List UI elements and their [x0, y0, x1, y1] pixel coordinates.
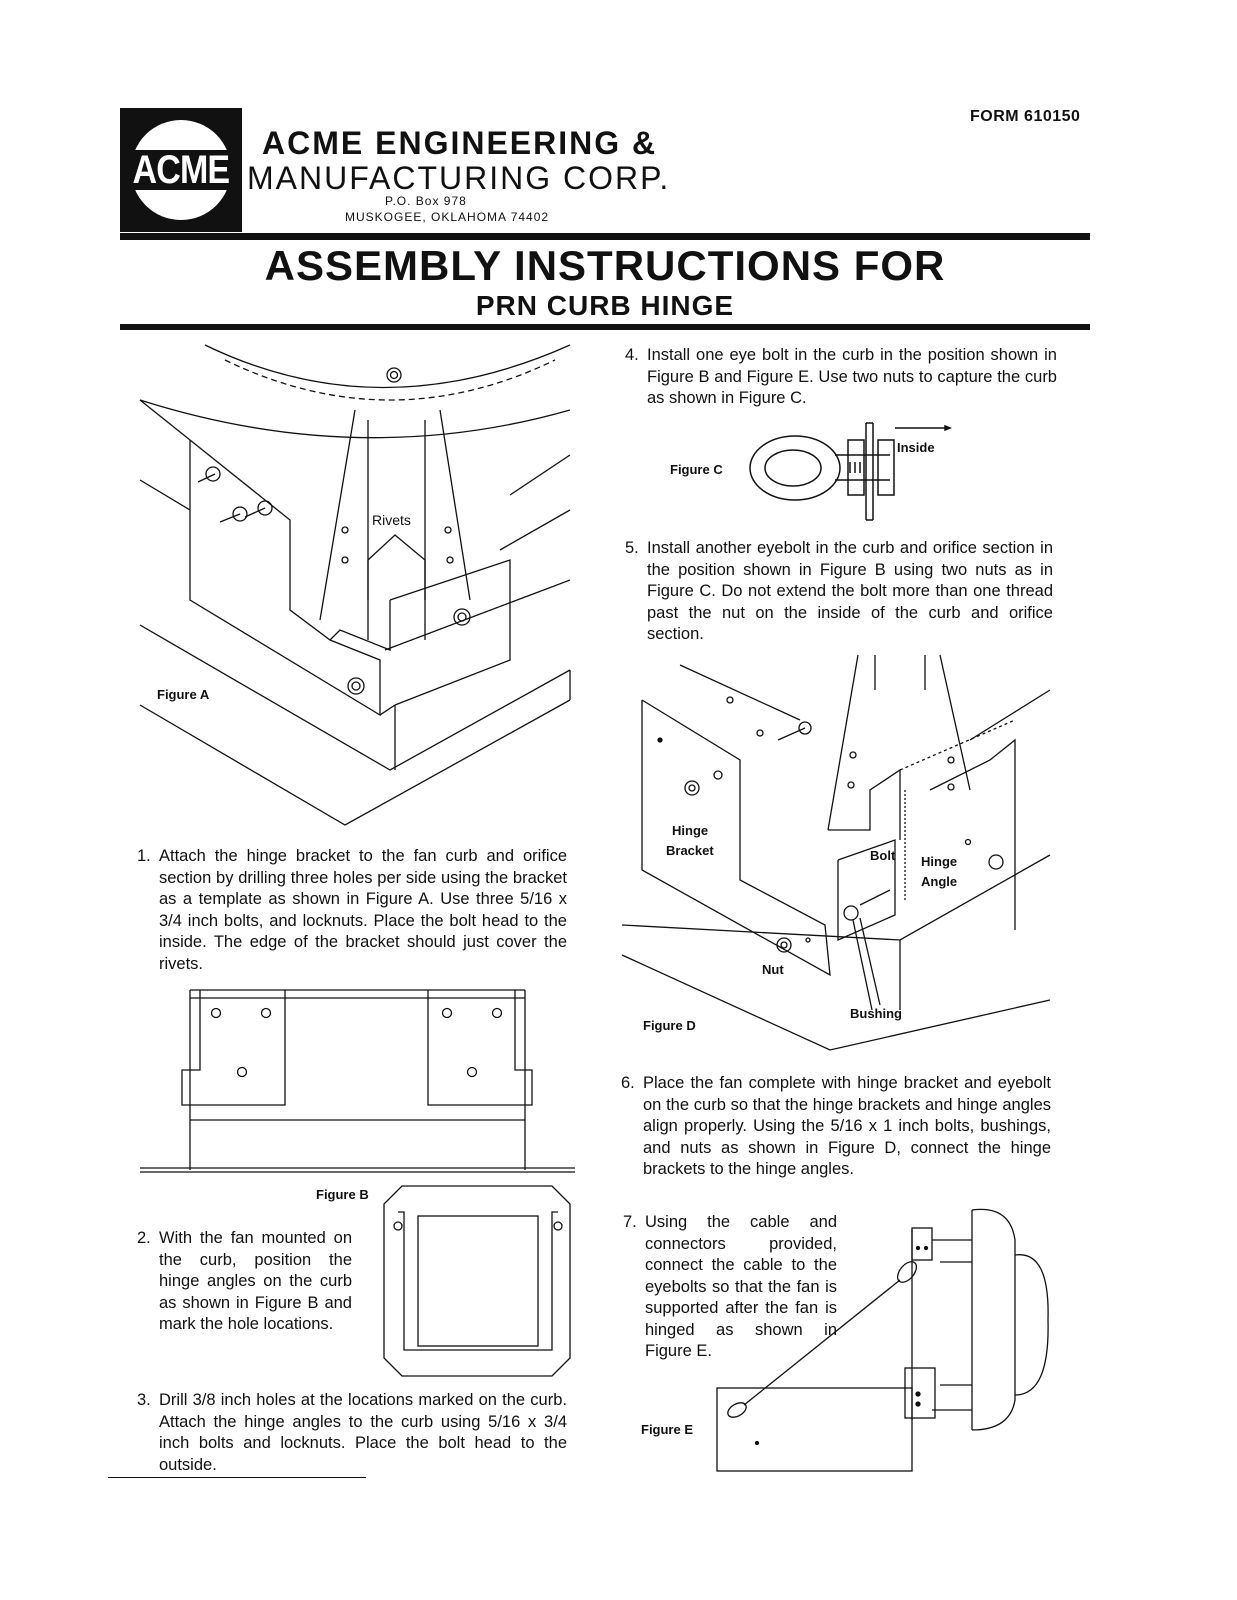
- step-7-text: Using the cable and connectors provided,…: [645, 1213, 837, 1360]
- step-2-number: 2.: [137, 1229, 151, 1247]
- title-rule: [120, 324, 1090, 330]
- company-name-line2: MANUFACTURING CORP.: [247, 160, 671, 196]
- figure-c-label: Figure C: [670, 462, 723, 477]
- logo-text: ACME: [130, 148, 232, 192]
- step-2: 2. With the fan mounted on the curb, pos…: [137, 1228, 352, 1336]
- footer-rule: [108, 1477, 366, 1478]
- step-4: 4. Install one eye bolt in the curb in t…: [625, 345, 1057, 410]
- address-city: MUSKOGEE, OKLAHOMA 74402: [345, 210, 550, 224]
- form-number: FORM 610150: [970, 108, 1081, 125]
- figure-e-label: Figure E: [641, 1422, 694, 1437]
- page-title: ASSEMBLY INSTRUCTIONS FOR: [264, 242, 946, 289]
- figure-b-label: Figure B: [316, 1187, 369, 1202]
- header-rule: [120, 233, 1090, 240]
- figure-d-hinge-angle-line1: Hinge: [921, 854, 958, 869]
- step-5-number: 5.: [625, 539, 639, 557]
- figure-a-rivets-label: Rivets: [372, 512, 411, 528]
- figure-d-bushing-label: Bushing: [850, 1006, 902, 1021]
- acme-logo: ACME: [120, 108, 242, 232]
- step-1: 1. Attach the hinge bracket to the fan c…: [137, 846, 567, 975]
- figure-d-label: Figure D: [643, 1018, 696, 1033]
- step-4-text: Install one eye bolt in the curb in the …: [647, 346, 1057, 407]
- step-6-text: Place the fan complete with hinge bracke…: [643, 1074, 1051, 1178]
- figure-d-nut-label: Nut: [762, 962, 784, 977]
- logo-circle: ACME: [130, 120, 232, 220]
- step-6: 6. Place the fan complete with hinge bra…: [621, 1073, 1051, 1181]
- step-1-text: Attach the hinge bracket to the fan curb…: [159, 847, 567, 973]
- address-po-box: P.O. Box 978: [385, 194, 467, 208]
- step-6-number: 6.: [621, 1074, 635, 1092]
- step-3-text: Drill 3/8 inch holes at the locations ma…: [159, 1391, 567, 1474]
- figure-d-bolt-label: Bolt: [870, 848, 896, 863]
- step-3-number: 3.: [137, 1391, 151, 1409]
- step-4-number: 4.: [625, 346, 639, 364]
- step-3: 3. Drill 3/8 inch holes at the locations…: [137, 1390, 567, 1476]
- step-5-text: Install another eyebolt in the curb and …: [647, 539, 1053, 643]
- step-2-text: With the fan mounted on the curb, positi…: [159, 1229, 352, 1333]
- step-5: 5. Install another eyebolt in the curb a…: [625, 538, 1053, 646]
- step-7-number: 7.: [623, 1213, 637, 1231]
- figure-a-label: Figure A: [157, 687, 210, 702]
- company-name-line1: ACME ENGINEERING &: [262, 125, 658, 161]
- page-subtitle: PRN CURB HINGE: [475, 290, 735, 321]
- figure-d-hinge-angle-line2: Angle: [921, 874, 958, 889]
- figure-c-inside-label: Inside: [897, 440, 935, 455]
- figure-d-hinge-bracket-line1: Hinge: [672, 823, 709, 838]
- figure-d-hinge-bracket-line2: Bracket: [666, 843, 714, 858]
- step-7: 7. Using the cable and connectors provid…: [623, 1212, 837, 1363]
- step-1-number: 1.: [137, 847, 151, 865]
